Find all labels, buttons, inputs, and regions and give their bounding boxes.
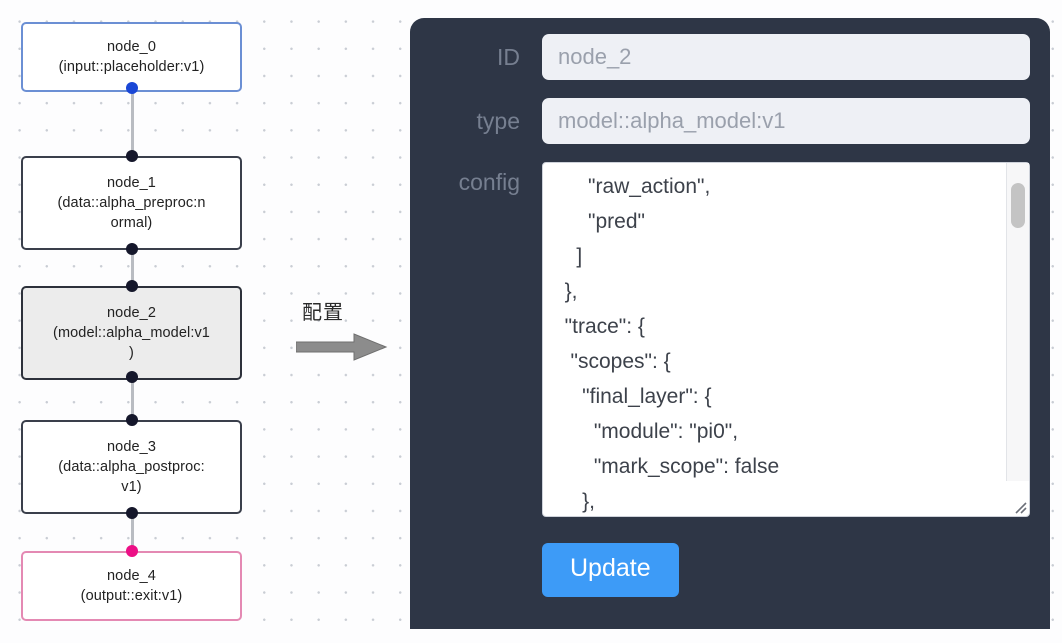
port-node_1-output[interactable] bbox=[126, 243, 138, 255]
annotation-caption: 配置 bbox=[302, 302, 344, 324]
id-label: ID bbox=[497, 44, 520, 70]
config-textarea[interactable]: "raw_action", "pred" ] }, "trace": { "sc… bbox=[542, 162, 1030, 517]
port-node_2-input[interactable] bbox=[126, 280, 138, 292]
type-label: type bbox=[476, 108, 520, 134]
node-graph-canvas[interactable]: node_0(input::placeholder:v1) node_1(dat… bbox=[0, 0, 300, 643]
port-node_0-output[interactable] bbox=[126, 82, 138, 94]
graph-node-node_3-label: node_3(data::alpha_postproc:v1) bbox=[58, 439, 205, 495]
graph-node-node_2[interactable]: node_2(model::alpha_model:v1) bbox=[21, 286, 242, 380]
node-config-panel: ID type config "raw_action", "pred" ] },… bbox=[410, 18, 1050, 629]
field-row-id: ID bbox=[430, 34, 1030, 80]
config-scrollbar[interactable] bbox=[1006, 163, 1029, 481]
port-node_3-input[interactable] bbox=[126, 414, 138, 426]
edge-node2-node3 bbox=[131, 376, 134, 448]
type-input[interactable] bbox=[542, 98, 1030, 144]
config-editor-wrapper: "raw_action", "pred" ] }, "trace": { "sc… bbox=[542, 162, 1030, 517]
annotation-arrow-group: 配置 bbox=[296, 296, 396, 366]
field-row-type: type bbox=[430, 98, 1030, 144]
port-node_4-input[interactable] bbox=[126, 545, 138, 557]
id-input[interactable] bbox=[542, 34, 1030, 80]
graph-node-node_4-label: node_4(output::exit:v1) bbox=[80, 568, 183, 604]
field-row-config: config "raw_action", "pred" ] }, "trace"… bbox=[430, 162, 1030, 517]
resize-grip-icon[interactable] bbox=[1008, 495, 1028, 515]
config-scrollbar-thumb[interactable] bbox=[1011, 183, 1025, 228]
arrow-right-icon bbox=[296, 333, 388, 361]
port-node_3-output[interactable] bbox=[126, 507, 138, 519]
actions-container: Update bbox=[542, 535, 1030, 597]
field-row-actions: Update bbox=[430, 535, 1030, 597]
graph-node-node_0-label: node_0(input::placeholder:v1) bbox=[58, 39, 205, 75]
port-node_1-input[interactable] bbox=[126, 150, 138, 162]
update-button[interactable]: Update bbox=[542, 543, 679, 597]
config-label: config bbox=[458, 169, 520, 195]
port-node_2-output[interactable] bbox=[126, 371, 138, 383]
graph-node-node_2-label: node_2(model::alpha_model:v1) bbox=[53, 305, 210, 361]
graph-node-node_4[interactable]: node_4(output::exit:v1) bbox=[21, 551, 242, 621]
graph-node-node_3[interactable]: node_3(data::alpha_postproc:v1) bbox=[21, 420, 242, 514]
edge-node0-node1 bbox=[131, 88, 134, 160]
